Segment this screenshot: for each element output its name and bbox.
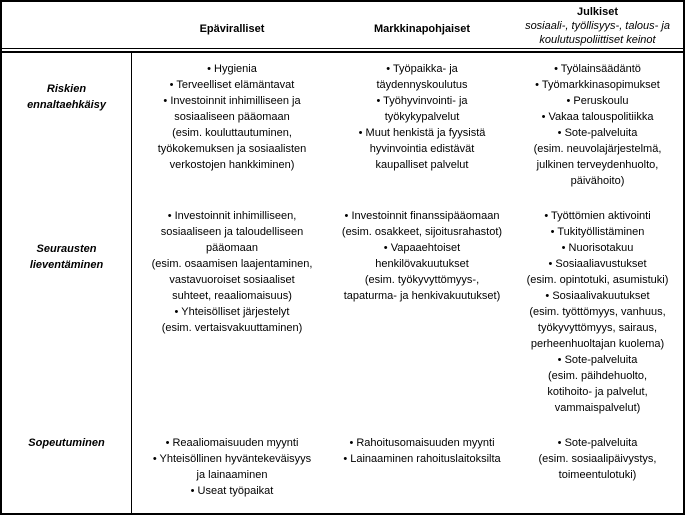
row-header-risk-prevention: Riskien ennaltaehkäisy: [2, 53, 132, 203]
cell-coping-market: • Rahoitusomaisuuden myynti • Lainaamine…: [343, 437, 501, 465]
column-header-public: Julkiset sosiaali-, työllisyys-, talous-…: [512, 2, 683, 48]
column-header-market-based: Markkinapohjaiset: [374, 23, 470, 35]
column-header-public-title: Julkiset: [577, 6, 618, 18]
row-header-consequence-mitigation: Seurausten lieventäminen: [2, 203, 132, 423]
table-body: Riskien ennaltaehkäisy • Hygienia • Terv…: [2, 53, 683, 513]
header-divider: [2, 48, 683, 53]
column-header-public-subtitle: sosiaali-, työllisyys-, talous- ja koulu…: [525, 20, 670, 46]
cell-prevention-market: • Työpaikka- ja täydennyskoulutus • Työh…: [358, 63, 486, 171]
cell-mitigation-market: • Investoinnit finanssipääomaan (esim. o…: [341, 210, 503, 302]
column-header-informal: Epäviralliset: [199, 23, 265, 35]
cell-prevention-public: • Työlainsäädäntö • Työmarkkinasopimukse…: [533, 63, 662, 187]
table-header-row: Epäviralliset Markkinapohjaiset Julkiset…: [2, 2, 683, 48]
cell-coping-public: • Sote-palveluita (esim. sosiaalipäivyst…: [538, 437, 657, 481]
cell-mitigation-informal: • Investoinnit inhimilliseen, sosiaalise…: [151, 210, 313, 334]
corner-cell: [2, 2, 132, 48]
cell-prevention-informal: • Hygienia • Terveelliset elämäntavat • …: [157, 63, 307, 171]
cell-mitigation-public: • Työttömien aktivointi • Tukityöllistäm…: [526, 210, 669, 414]
row-header-coping: Sopeutuminen: [2, 423, 132, 513]
cell-coping-informal: • Reaaliomaisuuden myynti • Yhteisölline…: [152, 437, 312, 497]
